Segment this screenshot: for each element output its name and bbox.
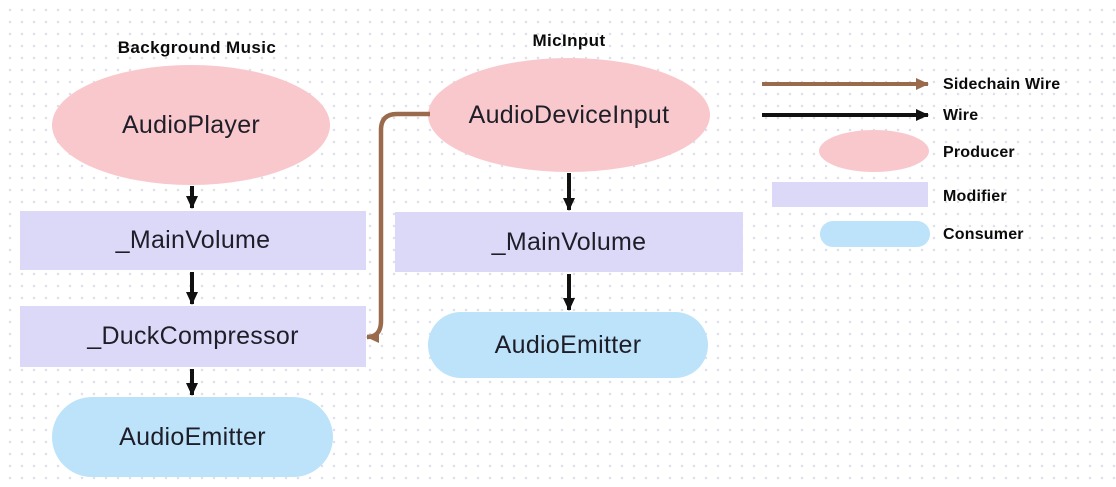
node-audiodeviceinput[interactable]: AudioDeviceInput xyxy=(428,58,710,172)
node-duckcompressor[interactable]: _DuckCompressor xyxy=(20,306,366,367)
node-audioplayer[interactable]: AudioPlayer xyxy=(52,65,330,185)
node-label-mainvolume-micinput: _MainVolume xyxy=(491,227,647,256)
legend-label-consumer: Consumer xyxy=(943,226,1024,243)
legend-label-wire: Wire xyxy=(943,107,979,124)
node-label-audioemitter-background-music: AudioEmitter xyxy=(119,422,266,451)
legend-label-sidechain-wire: Sidechain Wire xyxy=(943,76,1061,93)
node-label-duckcompressor: _DuckCompressor xyxy=(87,322,299,350)
chain-title-background-music: Background Music xyxy=(117,38,277,57)
node-audioemitter-micinput[interactable]: AudioEmitter xyxy=(428,312,708,378)
legend-modifier-swatch xyxy=(772,182,928,207)
node-label-mainvolume-background-music: _MainVolume xyxy=(115,226,271,254)
node-audioemitter-background-music[interactable]: AudioEmitter xyxy=(52,397,333,477)
node-label-audioplayer: AudioPlayer xyxy=(121,110,261,139)
chain-title-micinput: MicInput xyxy=(532,31,606,50)
legend-consumer-swatch xyxy=(820,221,930,247)
node-label-audiodeviceinput: AudioDeviceInput xyxy=(468,100,670,129)
node-label-audioemitter-micinput: AudioEmitter xyxy=(494,330,642,359)
node-mainvolume-micinput[interactable]: _MainVolume xyxy=(395,212,743,272)
legend-label-modifier: Modifier xyxy=(943,188,1007,205)
node-mainvolume-background-music[interactable]: _MainVolume xyxy=(20,211,366,270)
legend-label-producer: Producer xyxy=(943,144,1015,161)
legend-producer-swatch xyxy=(819,130,929,172)
